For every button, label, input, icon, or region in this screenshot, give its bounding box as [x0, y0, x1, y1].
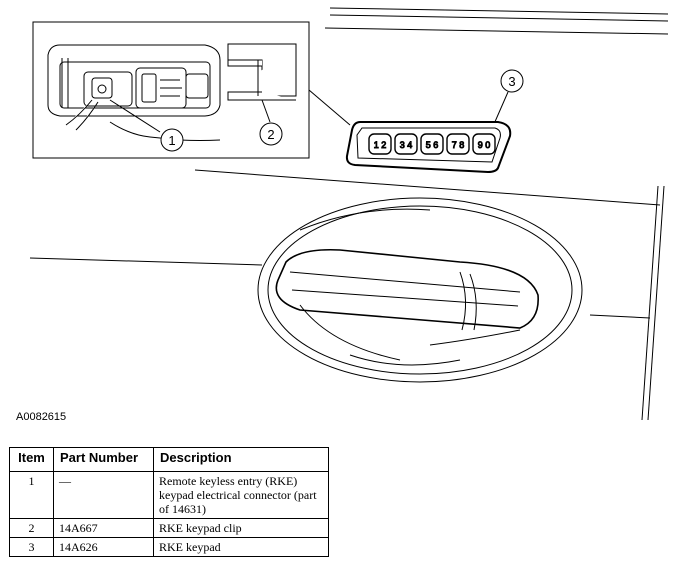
keypad-button-12: 1 2	[368, 133, 392, 155]
row-item: 3	[9, 537, 54, 557]
inset-pointer	[308, 89, 351, 126]
table-header-row: Item Part Number Description	[9, 447, 329, 472]
connector-assembly	[47, 44, 221, 141]
svg-text:1 2: 1 2	[374, 140, 387, 150]
keypad-clip	[227, 43, 297, 101]
svg-text:3: 3	[508, 74, 515, 89]
svg-text:3 4: 3 4	[400, 140, 413, 150]
row-item: 1	[9, 471, 54, 519]
svg-text:2: 2	[267, 127, 274, 142]
header-part-number: Part Number	[53, 447, 154, 472]
svg-text:5 6: 5 6	[426, 140, 439, 150]
callout-2: 2	[259, 122, 283, 146]
keypad-button-56: 5 6	[420, 133, 444, 155]
callout-3: 3	[500, 69, 524, 93]
row-part-number: 14A626	[53, 537, 154, 557]
svg-text:1: 1	[168, 133, 175, 148]
keypad-illustration: 1 2 3 1 2 3 4 5 6 7 8 9 0	[29, 7, 669, 421]
door-handle	[257, 197, 583, 383]
keypad-button-78: 7 8	[446, 133, 470, 155]
keypad-button-34: 3 4	[394, 133, 418, 155]
row-item: 2	[9, 518, 54, 538]
leader-line-clip	[261, 99, 271, 123]
callout-1: 1	[160, 128, 184, 152]
keypad-button-90: 9 0	[472, 133, 496, 155]
figure-id: A0082615	[16, 411, 67, 423]
table-row: 3 14A626 RKE keypad	[9, 537, 329, 557]
table-row: 2 14A667 RKE keypad clip	[9, 518, 329, 538]
leader-line-connector	[109, 99, 161, 133]
svg-text:9 0: 9 0	[478, 140, 491, 150]
parts-table: Item Part Number Description 1 — Remote …	[9, 447, 329, 557]
rke-keypad: 1 2 3 4 5 6 7 8 9 0	[345, 121, 512, 174]
row-part-number: —	[53, 471, 154, 519]
door-panel-lines	[29, 7, 669, 421]
table-row: 1 — Remote keyless entry (RKE) keypad el…	[9, 471, 329, 519]
row-description: Remote keyless entry (RKE) keypad electr…	[153, 471, 329, 519]
row-part-number: 14A667	[53, 518, 154, 538]
row-description: RKE keypad	[153, 537, 329, 557]
header-description: Description	[153, 447, 329, 472]
svg-text:7 8: 7 8	[452, 140, 465, 150]
leader-line-keypad	[493, 91, 509, 125]
header-item: Item	[9, 447, 54, 472]
row-description: RKE keypad clip	[153, 518, 329, 538]
